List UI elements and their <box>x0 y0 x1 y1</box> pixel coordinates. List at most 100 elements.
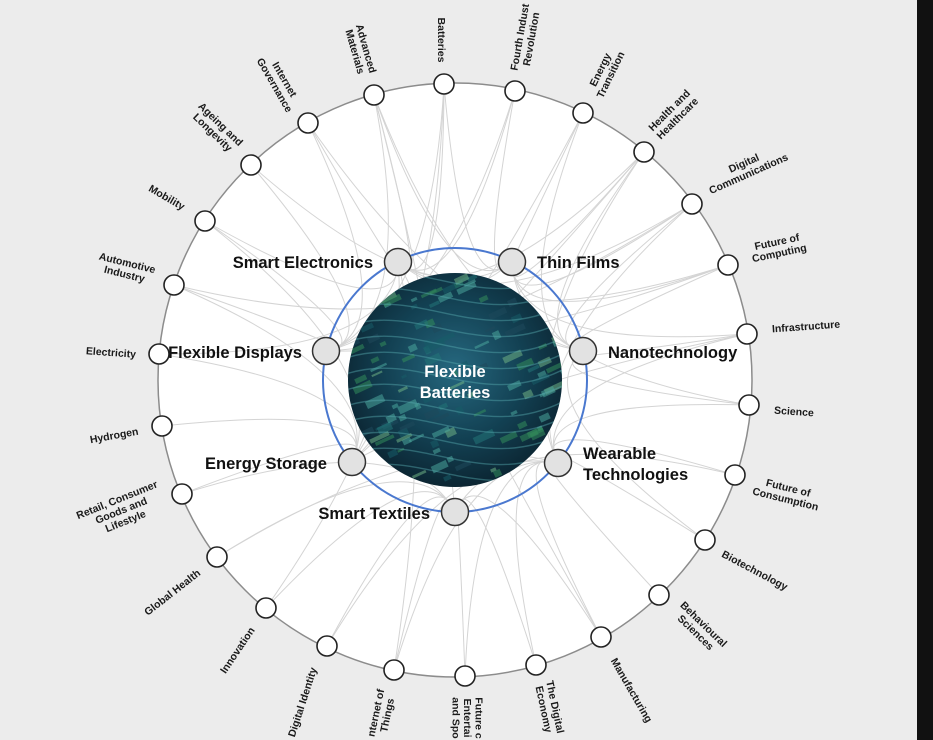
topic-dot[interactable] <box>297 112 319 134</box>
key-issue-node-nanotechnology[interactable]: Nanotechnology <box>568 336 739 366</box>
topic-dot[interactable] <box>240 154 262 176</box>
topic-dot[interactable] <box>171 483 193 505</box>
topic-dot[interactable] <box>255 597 277 619</box>
topic-label-digital-communications: DigitalCommunications <box>703 141 791 197</box>
topic-dot[interactable] <box>206 546 228 568</box>
topic-node-future-of-entertainment[interactable]: Future cEntertaiand Spo <box>450 665 485 739</box>
topic-label-electricity: Electricity <box>85 345 136 360</box>
topic-node-batteries[interactable]: Batteries <box>433 18 455 95</box>
key-issue-dot[interactable] <box>568 336 598 366</box>
topic-node-behavioural-sciences[interactable]: BehaviouralSciences <box>648 584 730 658</box>
topic-node-retail-consumer-goods-lifestyle[interactable]: Retail, ConsumerGoods andLifestyle <box>75 479 193 544</box>
topic-label-hydrogen: Hydrogen <box>89 426 139 446</box>
topic-dot[interactable] <box>724 464 746 486</box>
link-wearable-technologies-digital-identity <box>326 460 559 647</box>
topic-node-future-of-computing[interactable]: Future ofComputing <box>717 231 808 276</box>
topic-node-science[interactable]: Science <box>738 394 814 419</box>
topic-label-automotive-industry: AutomotiveIndustry <box>95 251 157 288</box>
topic-label-future-of-entertainment: Future cEntertaiand Spo <box>450 697 485 739</box>
topic-dot[interactable] <box>590 626 612 648</box>
center-topic[interactable]: Flexible Batteries <box>340 267 580 497</box>
key-issue-label-nanotechnology: Nanotechnology <box>608 344 738 362</box>
link-smart-electronics-electricity <box>158 261 399 355</box>
topic-dot[interactable] <box>717 254 739 276</box>
topic-dot[interactable] <box>572 102 594 124</box>
topic-node-global-health[interactable]: Global Health <box>142 546 228 618</box>
topic-label-future-of-consumption: Future ofConsumption <box>751 474 822 513</box>
key-issue-dot[interactable] <box>440 497 470 527</box>
topic-node-digital-identity[interactable]: Digital Identity <box>286 635 338 739</box>
topic-node-mobility[interactable]: Mobility <box>146 183 216 232</box>
topic-dot[interactable] <box>648 584 670 606</box>
topic-dot[interactable] <box>681 193 703 215</box>
key-issue-dot[interactable] <box>543 448 573 478</box>
topic-label-batteries: Batteries <box>435 18 447 63</box>
key-issue-node-thin-films[interactable]: Thin Films <box>497 247 620 277</box>
topic-label-ageing-and-longevity: Ageing andLongevity <box>188 100 245 157</box>
topic-dot[interactable] <box>194 210 216 232</box>
topic-label-advanced-materials: AdvancedMaterials <box>342 23 378 78</box>
topic-label-behavioural-sciences: BehaviouralSciences <box>670 599 730 658</box>
topic-node-future-of-consumption[interactable]: Future ofConsumption <box>724 464 822 514</box>
link-flexible-displays-internet-governance <box>307 122 363 352</box>
link-wearable-technologies-internet-of-things <box>393 461 559 671</box>
topic-dot[interactable] <box>433 73 455 95</box>
key-issue-label-flexible-displays: Flexible Displays <box>168 344 302 362</box>
topic-node-biotechnology[interactable]: Biotechnology <box>694 529 790 593</box>
key-issues: Smart Electronics Thin FilmsNanotechnolog… <box>168 247 739 527</box>
topic-dot[interactable] <box>454 665 476 687</box>
topic-dot[interactable] <box>736 323 758 345</box>
topic-dot[interactable] <box>148 343 170 365</box>
topic-node-innovation[interactable]: Innovation <box>218 597 277 676</box>
key-issue-label-smart-electronics: Smart Electronics <box>233 254 373 272</box>
key-issue-node-smart-electronics[interactable]: Smart Electronics <box>233 247 413 277</box>
topic-node-energy-transition[interactable]: EnergyTransition <box>572 45 627 124</box>
link-wearable-technologies-future-of-entertainment <box>464 461 559 677</box>
key-issue-dot[interactable] <box>337 447 367 477</box>
key-issue-node-flexible-displays[interactable]: Flexible Displays <box>168 336 341 366</box>
center-title-line1: Flexible <box>424 363 485 381</box>
topic-node-digital-communications[interactable]: DigitalCommunications <box>681 141 791 215</box>
key-issue-dot[interactable] <box>497 247 527 277</box>
link-energy-storage-electricity <box>158 353 357 463</box>
link-smart-electronics-fourth-industrial-revolution <box>397 90 516 271</box>
topic-node-internet-governance[interactable]: InternetGovernance <box>254 50 319 134</box>
topic-node-manufacturing[interactable]: Manufacturing <box>590 626 655 725</box>
topic-dot[interactable] <box>151 415 173 437</box>
topic-dot[interactable] <box>383 659 405 681</box>
topic-label-health-and-healthcare: Health andHealthcare <box>646 87 701 142</box>
topic-node-ageing-and-longevity[interactable]: Ageing andLongevity <box>188 100 262 176</box>
topic-label-infrastructure: Infrastructure <box>772 319 841 336</box>
topic-node-advanced-materials[interactable]: AdvancedMaterials <box>342 23 385 106</box>
topic-label-internet-governance: InternetGovernance <box>254 50 305 114</box>
topic-dot[interactable] <box>163 274 185 296</box>
topic-label-manufacturing: Manufacturing <box>608 656 655 725</box>
link-wearable-technologies-infrastructure <box>553 333 748 464</box>
topic-label-innovation: Innovation <box>218 625 258 676</box>
topic-node-fourth-industrial-revolution[interactable]: Fourth IndustRevolution <box>504 2 544 102</box>
topic-label-the-digital-economy: The DigitalEconomy <box>532 680 566 737</box>
topic-dot[interactable] <box>633 141 655 163</box>
topic-node-infrastructure[interactable]: Infrastructure <box>736 319 841 345</box>
topic-dot[interactable] <box>525 654 547 676</box>
key-issue-dot[interactable] <box>383 247 413 277</box>
topic-node-automotive-industry[interactable]: AutomotiveIndustry <box>95 251 185 296</box>
topic-node-internet-of-things[interactable]: nternet ofThings <box>365 659 405 740</box>
topic-node-hydrogen[interactable]: Hydrogen <box>89 415 173 446</box>
topic-dot[interactable] <box>316 635 338 657</box>
topic-node-health-and-healthcare[interactable]: Health andHealthcare <box>633 87 701 163</box>
topic-node-the-digital-economy[interactable]: The DigitalEconomy <box>525 654 566 737</box>
key-issue-node-energy-storage[interactable]: Energy Storage <box>205 447 367 477</box>
topic-dot[interactable] <box>738 394 760 416</box>
topic-label-energy-transition: EnergyTransition <box>584 45 627 100</box>
topic-dot[interactable] <box>694 529 716 551</box>
topic-dot[interactable] <box>363 84 385 106</box>
topic-node-electricity[interactable]: Electricity <box>85 343 170 365</box>
key-issue-node-smart-textiles[interactable]: Smart Textiles <box>318 497 470 527</box>
key-issue-dot[interactable] <box>311 336 341 366</box>
topic-dot[interactable] <box>504 80 526 102</box>
key-issue-label-smart-textiles: Smart Textiles <box>318 505 430 523</box>
